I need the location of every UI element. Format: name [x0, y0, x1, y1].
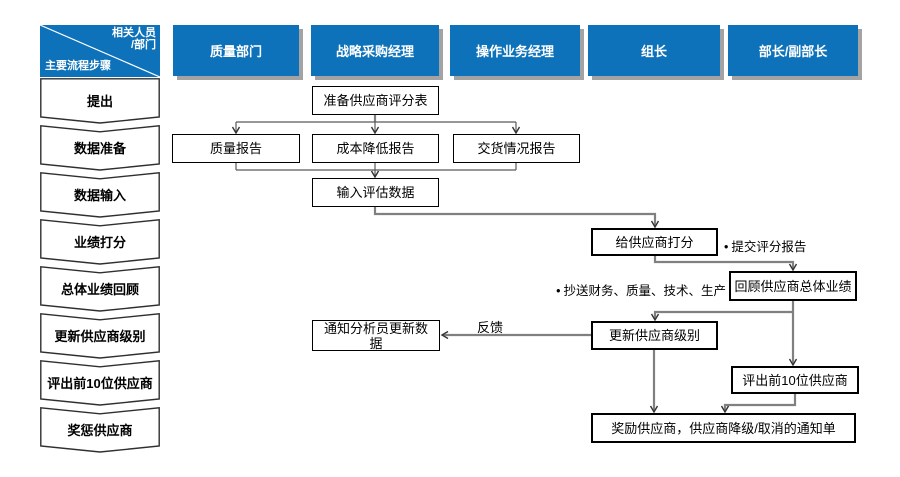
chevron-shape — [40, 172, 160, 218]
annotation-submit-score-report: •提交评分报告 — [724, 240, 807, 254]
arrowhead-icon — [650, 313, 660, 322]
node-score-supplier: 给供应商打分 — [591, 228, 718, 256]
step-data-preparation: 数据准备 — [40, 125, 160, 171]
arrowhead-icon — [370, 126, 380, 135]
node-input-evaluation-data: 输入评估数据 — [312, 178, 439, 207]
arrowhead-icon — [720, 405, 730, 414]
chevron-shape — [40, 313, 160, 359]
chevron-shape — [40, 125, 160, 171]
diagonal-divider — [40, 25, 160, 77]
arrowhead-icon — [788, 263, 798, 272]
arrowhead-icon — [231, 126, 241, 135]
matrix-corner-cell: 相关人员 /部门 主要流程步骤 — [40, 25, 160, 77]
chevron-shape — [40, 266, 160, 312]
arrowhead-icon — [650, 220, 660, 229]
lane-header-minister: 部长/副部长 — [728, 25, 858, 76]
node-update-supplier-level: 更新供应商级别 — [591, 321, 718, 350]
lane-header-operations-manager: 操作业务经理 — [450, 25, 580, 76]
connector-score-to-review — [653, 256, 795, 269]
node-review-overall-performance: 回顾供应商总体业绩 — [729, 271, 857, 301]
node-prepare-scoring-form: 准备供应商评分表 — [312, 86, 439, 115]
annotation-cc-departments: •抄送财务、质量、技术、生产 — [556, 284, 726, 298]
corner-roles-label: 相关人员 /部门 — [112, 27, 156, 51]
connector-input-to-score — [373, 207, 657, 226]
lane-header-group-leader: 组长 — [588, 25, 720, 76]
step-performance-scoring: 业绩打分 — [40, 219, 160, 265]
chevron-shape — [40, 360, 160, 406]
step-update-supplier-level: 更新供应商级别 — [40, 313, 160, 359]
node-cost-reduction-report: 成本降低报告 — [312, 134, 439, 163]
step-propose: 提出 — [40, 78, 160, 124]
node-reward-downgrade-notice: 奖励供应商，供应商降级/取消的通知单 — [591, 413, 856, 443]
annotation-feedback-label: 反馈 — [476, 320, 503, 335]
lane-header-quality-dept: 质量部门 — [173, 25, 299, 76]
bullet-icon: • — [724, 240, 729, 254]
step-reward-punish: 奖惩供应商 — [40, 407, 160, 453]
node-top10-suppliers: 评出前10位供应商 — [731, 366, 859, 394]
step-top10-suppliers: 评出前10位供应商 — [40, 360, 160, 406]
step-data-input: 数据输入 — [40, 172, 160, 218]
lane-header-strategic-procurement-manager: 战略采购经理 — [311, 25, 439, 76]
step-overall-review: 总体业绩回顾 — [40, 266, 160, 312]
node-delivery-report: 交货情况报告 — [453, 134, 580, 163]
arrowhead-icon — [649, 405, 659, 414]
arrowheads — [231, 126, 798, 414]
arrowhead-icon — [370, 170, 380, 179]
chevron-shape — [40, 407, 160, 453]
chevron-shape — [40, 219, 160, 265]
connector-top10-to-reward — [723, 394, 797, 411]
bullet-icon: • — [556, 284, 561, 298]
connector-review-to-update — [653, 310, 793, 319]
arrowhead-icon — [511, 126, 521, 135]
node-quality-report: 质量报告 — [172, 134, 300, 163]
arrowhead-icon — [788, 358, 798, 367]
arrowhead-icon — [440, 330, 449, 340]
corner-steps-label: 主要流程步骤 — [45, 60, 111, 72]
node-notify-analyst: 通知分析员更新数据 — [312, 320, 440, 351]
chevron-shape — [40, 78, 160, 124]
